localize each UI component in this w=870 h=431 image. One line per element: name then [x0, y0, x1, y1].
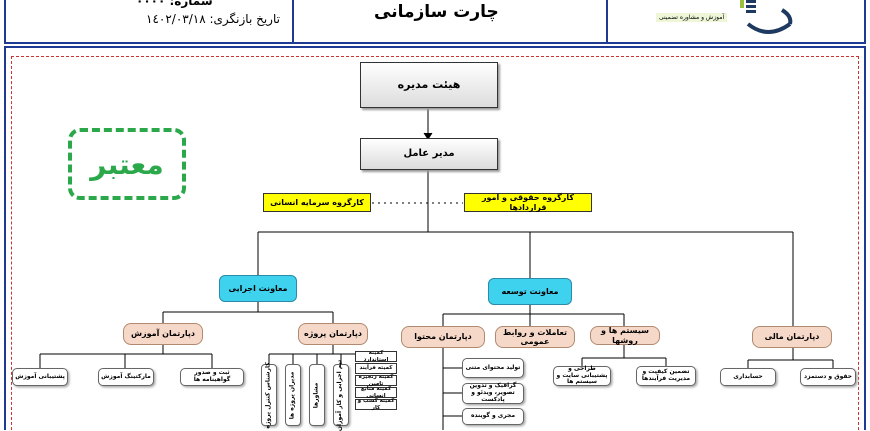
project-role: تیم اجرایی و کار آموزان — [333, 359, 349, 431]
content-item: مجری و گوینده — [462, 408, 524, 425]
project-role: مدیران پروژه ها — [285, 364, 301, 426]
committee: کمیته استاندارد — [355, 350, 397, 363]
education-item: ثبت و صدور گواهینامه ها — [180, 368, 244, 386]
legal-working-group: کارگروه حقوقی و امور قراردادها — [464, 193, 592, 212]
content-item: گرافیک و تدوین تصویر، ویدئو و پادکست — [462, 382, 524, 404]
committee: کمیته فرآیند — [355, 363, 397, 374]
education-department: دپارتمان آموزش — [123, 323, 203, 345]
board-of-directors: هیئت مدیره — [360, 62, 498, 108]
content-item: تولید محتوای متنی — [462, 358, 524, 378]
valid-stamp: معتبر — [68, 128, 186, 200]
page-title: چارت سازمانی — [374, 2, 499, 22]
project-role: مشاورها — [309, 364, 325, 426]
logo-caption: آموزش و مشاوره تضمینی — [656, 13, 728, 22]
document-number: شماره: ٠٠٠٠ — [136, 0, 213, 8]
finance-item: حسابداری — [720, 368, 776, 386]
education-item: مارکتینگ آموزش — [98, 368, 154, 386]
executive-deputy: معاونت اجرایی — [219, 275, 297, 302]
committee: کمیته منابع انسانی — [355, 386, 397, 399]
education-item: پشتیبانی آموزش — [12, 368, 68, 386]
committee: کمیته زنجیره تامین — [355, 374, 397, 387]
systems-item: تضمین کیفیت و مدیریت فرآیندها — [636, 366, 696, 386]
finance-department: دپارتمان مالی — [752, 326, 832, 348]
public-relations: تعاملات و روابط عمومی — [495, 326, 575, 348]
header-info-cell: شماره: ٠٠٠٠ تاریخ بازنگری: ١٤٠٢/٠٣/١٨ — [4, 0, 294, 44]
ceo: مدیر عامل — [360, 138, 498, 170]
page-frame — [4, 46, 866, 430]
content-border — [11, 56, 859, 430]
development-deputy: معاونت توسعه — [488, 278, 572, 305]
committee: کمیته کسب و کار — [355, 398, 397, 411]
header-logo-cell: آموزش و مشاوره تضمینی — [606, 0, 866, 44]
project-department: دپارتمان پروژه — [298, 323, 368, 345]
finance-item: حقوق و دستمزد — [800, 368, 856, 386]
hr-working-group: کارگروه سرمایه انسانی — [263, 193, 371, 212]
project-role: کارشناس کنترل پروژه — [261, 362, 277, 428]
content-department: دپارتمان محتوا — [401, 326, 485, 348]
systems-and-methods: سیستم ها و روشها — [590, 326, 660, 345]
review-date: تاریخ بازنگری: ١٤٠٢/٠٣/١٨ — [146, 12, 280, 26]
systems-item: طراحی و پشتیبانی سایت و سیستم ها — [553, 365, 611, 386]
company-logo-icon — [740, 0, 793, 34]
